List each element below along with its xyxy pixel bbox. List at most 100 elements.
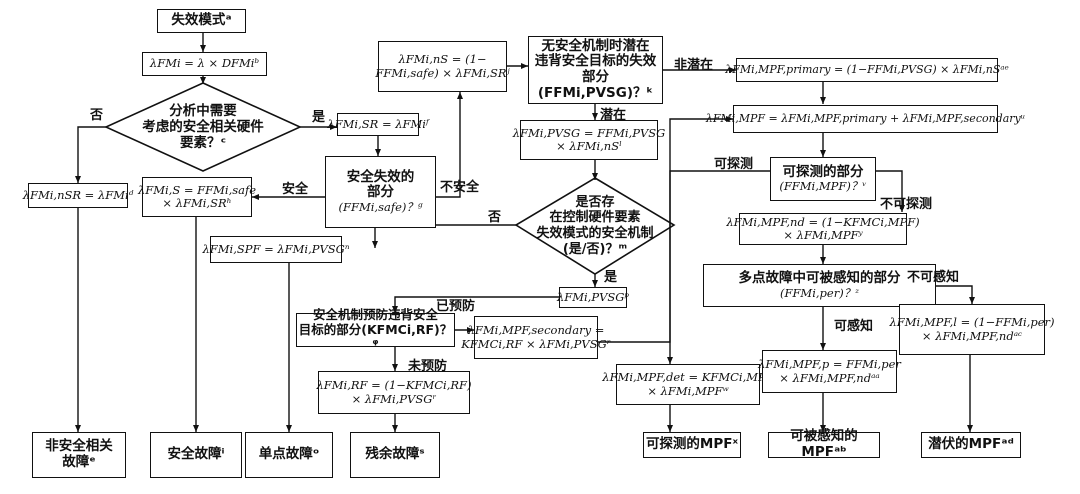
lambda-mpf-box: λFMi,MPF = λFMi,MPF,primary + λFMi,MPF,s… bbox=[706, 105, 1025, 133]
edge-label-perceivable: 可感知 bbox=[834, 319, 874, 334]
edge-label-safe: 安全 bbox=[282, 182, 309, 197]
lambda-mpf-det-box: λFMi,MPF,det = KFMCi,MPF × λFMi,MPFʷ bbox=[602, 364, 774, 405]
outcome-safe-fault: 安全故障ⁱ bbox=[150, 432, 242, 478]
outcome-non-safety-line1: 非安全相关 bbox=[45, 438, 113, 455]
outcome-non-safety: 非安全相关 故障ᵉ bbox=[32, 432, 126, 478]
edge-label-latent: 潜在 bbox=[600, 108, 627, 123]
safe-part-box: 安全失效的 部分 (FFMi,safe)？ᵍ bbox=[325, 156, 436, 228]
edge-label-not-detectable: 不可探测 bbox=[880, 197, 933, 212]
lambda-mpf-det-line2: × λFMi,MPFʷ bbox=[647, 383, 729, 398]
lambda-mpf-nd-box: λFMi,MPF,nd = (1−KFMCi,MPF) × λFMi,MPFʸ bbox=[726, 213, 920, 245]
perceive-part-line2: (FFMi,per)？ᶻ bbox=[779, 285, 860, 300]
lambda-rf-line2: × λFMi,PVSGʳ bbox=[351, 391, 437, 406]
lambda-pvsg-p-box: λFMi,PVSGᵖ bbox=[556, 287, 630, 308]
lambda-mpf-sec-line2: KFMCi,RF × λFMi,PVSGʳ bbox=[461, 336, 611, 351]
lambda-rf-line1: λFMi,RF = (1−KFMCi,RF) bbox=[316, 378, 472, 393]
perceive-part-box: 多点故障中可被感知的部分 (FFMi,per)？ᶻ bbox=[703, 264, 936, 307]
latent-part-line2: 违背安全目标的失效 bbox=[534, 53, 657, 70]
lambda-sr-box: λFMi,SR = λFMiᶠ bbox=[327, 113, 429, 136]
lambda-s-line1: λFMi,S = FFMi,safe bbox=[137, 182, 257, 197]
lambda-fm-formula: λFMi = λ × DFMiᵇ bbox=[149, 56, 260, 71]
detect-part-box: 可探测的部分 (FFMi,MPF)？ᵛ bbox=[770, 157, 876, 201]
edge-label-no-sm: 否 bbox=[488, 210, 502, 225]
outcome-perceived-mpf: 可被感知的MPFᵃᵇ bbox=[768, 428, 880, 460]
outcome-detectable-mpf-label: 可探测的MPFˣ bbox=[645, 436, 739, 453]
latent-part-box: 无安全机制时潜在 违背安全目标的失效 部分(FFMi,PVSG)？ᵏ bbox=[528, 36, 663, 104]
lambda-ns-box: λFMi,nS = (1− FFMi,safe) × λFMi,SRʲ bbox=[375, 41, 510, 92]
lambda-mpf-primary-box: λFMi,MPF,primary = (1−FFMi,PVSG) × λFMi,… bbox=[725, 58, 1009, 82]
lambda-mpf-p-box: λFMi,MPF,p = FFMi,per × λFMi,MPF,ndᵃᵃ bbox=[758, 350, 901, 393]
edge-label-no-hw: 否 bbox=[90, 108, 104, 123]
lambda-pvsg-line2: × λFMi,nSˡ bbox=[556, 139, 622, 153]
decision-sm-line3: 失效模式的安全机制 bbox=[536, 226, 654, 241]
lambda-mpf-l-box: λFMi,MPF,l = (1−FFMi,per) × λFMi,MPF,ndᵃ… bbox=[890, 304, 1055, 355]
prevent-part-line1: 安全机制预防违背安全 bbox=[312, 307, 438, 323]
decision-sm-line2: 在控制硬件要素 bbox=[549, 210, 641, 226]
outcome-non-safety-line2: 故障ᵉ bbox=[62, 454, 96, 470]
lambda-mpf-sec-line1: λFMi,MPF,secondary = bbox=[467, 323, 605, 338]
edge-label-yes-sm: 是 bbox=[604, 270, 618, 285]
lambda-spf-formula: λFMi,SPF = λFMi,PVSGⁿ bbox=[202, 241, 350, 256]
outcome-detectable-mpf: 可探测的MPFˣ bbox=[643, 432, 741, 458]
outcome-single-point: 单点故障ᵒ bbox=[245, 432, 333, 478]
decision-sm-text: 是否存 在控制硬件要素 失效模式的安全机制 (是/否)？ᵐ bbox=[526, 188, 664, 264]
edge-label-not-perceivable: 不可感知 bbox=[907, 270, 960, 285]
outcome-residual-label: 残余故障ˢ bbox=[365, 446, 425, 463]
lambda-nsr-box: λFMi,nSR = λFMiᵈ bbox=[23, 183, 133, 208]
failure-mode-label: 失效模式ᵃ bbox=[171, 12, 232, 29]
decision-hw-text: 分析中需要 考虑的安全相关硬件 要素？ᶜ bbox=[118, 98, 288, 156]
edge-label-not-prevented: 未预防 bbox=[408, 359, 448, 374]
edge-label-prevented: 已预防 bbox=[436, 299, 476, 314]
lambda-ns-line1: λFMi,nS = (1− bbox=[398, 52, 487, 67]
lambda-pvsg-box: λFMi,PVSG = FFMi,PVSG × λFMi,nSˡ bbox=[513, 120, 665, 160]
lambda-ns-line2: FFMi,safe) × λFMi,SRʲ bbox=[375, 65, 510, 80]
decision-hw-line1: 分析中需要 bbox=[169, 102, 237, 119]
decision-hw-diamond bbox=[104, 82, 302, 172]
outcome-residual: 残余故障ˢ bbox=[350, 432, 440, 478]
decision-sm-line1: 是否存 bbox=[575, 194, 615, 210]
lambda-mpf-l-line1: λFMi,MPF,l = (1−FFMi,per) bbox=[889, 315, 1055, 330]
lambda-s-box: λFMi,S = FFMi,safe × λFMi,SRʰ bbox=[138, 177, 256, 217]
latent-part-line1: 无安全机制时潜在 bbox=[541, 37, 650, 54]
edge-label-yes-hw: 是 bbox=[312, 110, 326, 125]
safe-part-line2: 部分 bbox=[367, 184, 394, 201]
latent-part-line3: 部分(FFMi,PVSG)？ᵏ bbox=[537, 69, 654, 101]
decision-hw-line2: 考虑的安全相关硬件 bbox=[142, 118, 264, 135]
safe-part-line3: (FFMi,safe)？ᵍ bbox=[338, 199, 423, 214]
lambda-mpf-p-line1: λFMi,MPF,p = FFMi,per bbox=[758, 357, 901, 372]
lambda-mpf-l-line2: × λFMi,MPF,ndᵃᶜ bbox=[921, 328, 1023, 343]
lambda-pvsg-line1: λFMi,PVSG = FFMi,PVSG bbox=[512, 125, 666, 140]
lambda-mpf-nd-line2: × λFMi,MPFʸ bbox=[783, 228, 863, 242]
lambda-fm-box: λFMi = λ × DFMiᵇ bbox=[142, 52, 267, 76]
edge-label-non-latent: 非潜在 bbox=[674, 58, 714, 73]
outcome-perceived-mpf-label: 可被感知的MPFᵃᵇ bbox=[790, 428, 858, 460]
detect-part-line1: 可探测的部分 bbox=[782, 163, 864, 180]
perceive-part-line1: 多点故障中可被感知的部分 bbox=[738, 270, 901, 287]
lambda-rf-box: λFMi,RF = (1−KFMCi,RF) × λFMi,PVSGʳ bbox=[316, 371, 472, 414]
lambda-spf-box: λFMi,SPF = λFMi,PVSGⁿ bbox=[202, 236, 350, 263]
prevent-part-box: 安全机制预防违背安全 目标的部分(KFMCi,RF)？ᵠ bbox=[296, 308, 455, 351]
lambda-sr-formula: λFMi,SR = λFMiᶠ bbox=[327, 116, 429, 131]
outcome-safe-fault-label: 安全故障ⁱ bbox=[167, 446, 225, 463]
decision-sm-line4: (是/否)？ᵐ bbox=[562, 241, 628, 257]
outcome-latent-mpf: 潜伏的MPFᵃᵈ bbox=[921, 432, 1021, 458]
detect-part-line2: (FFMi,MPF)？ᵛ bbox=[779, 179, 867, 194]
lambda-mpf-p-line2: × λFMi,MPF,ndᵃᵃ bbox=[779, 370, 880, 385]
safe-part-line1: 安全失效的 bbox=[346, 168, 415, 185]
lambda-mpf-sec-box: λFMi,MPF,secondary = KFMCi,RF × λFMi,PVS… bbox=[461, 316, 611, 359]
edge-label-unsafe: 不安全 bbox=[440, 180, 480, 195]
edge-label-detectable: 可探测 bbox=[714, 157, 754, 172]
lambda-mpf-nd-line1: λFMi,MPF,nd = (1−KFMCi,MPF) bbox=[726, 214, 920, 229]
lambda-mpf-formula: λFMi,MPF = λFMi,MPF,primary + λFMi,MPF,s… bbox=[705, 111, 1026, 125]
lambda-pvsg-p-formula: λFMi,PVSGᵖ bbox=[556, 289, 630, 304]
lambda-mpf-primary-formula: λFMi,MPF,primary = (1−FFMi,PVSG) × λFMi,… bbox=[725, 62, 1009, 76]
outcome-single-point-label: 单点故障ᵒ bbox=[258, 446, 320, 463]
lambda-mpf-det-line1: λFMi,MPF,det = KFMCi,MPF bbox=[602, 370, 774, 385]
decision-hw-line3: 要素？ᶜ bbox=[179, 135, 227, 152]
lambda-s-line2: × λFMi,SRʰ bbox=[162, 196, 232, 210]
lambda-nsr-formula: λFMi,nSR = λFMiᵈ bbox=[22, 187, 134, 202]
failure-mode-box: 失效模式ᵃ bbox=[157, 9, 246, 33]
outcome-latent-mpf-label: 潜伏的MPFᵃᵈ bbox=[928, 436, 1014, 453]
prevent-part-line2: 目标的部分(KFMCi,RF)？ᵠ bbox=[298, 321, 453, 352]
